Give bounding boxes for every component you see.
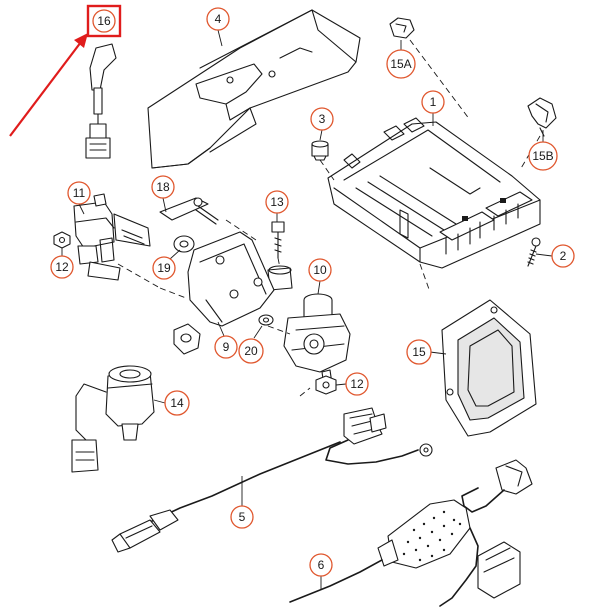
callout-14[interactable]: 14	[153, 390, 190, 416]
part-5-lambda-sensor[interactable]	[111, 407, 433, 553]
callout-5[interactable]: 5	[230, 476, 254, 529]
svg-text:10: 10	[313, 263, 327, 277]
callout-11[interactable]: 11	[67, 181, 91, 215]
svg-text:1: 1	[430, 95, 437, 109]
callout-12-right[interactable]: 12	[335, 372, 369, 396]
part-11-valve[interactable]	[73, 193, 151, 281]
callout-20[interactable]: 20	[238, 325, 264, 364]
part-15b-clip[interactable]	[527, 97, 557, 137]
callout-4[interactable]: 4	[206, 7, 230, 47]
braid-texture	[402, 510, 462, 562]
part-4-shield-plate[interactable]	[147, 9, 361, 169]
svg-text:12: 12	[350, 377, 364, 391]
svg-text:9: 9	[223, 340, 230, 354]
callout-18[interactable]: 18	[151, 175, 175, 213]
svg-text:4: 4	[215, 12, 222, 26]
svg-text:20: 20	[244, 344, 258, 358]
callout-13[interactable]: 13	[265, 190, 289, 222]
svg-text:15A: 15A	[390, 57, 411, 71]
part-12-nut-left[interactable]	[53, 231, 71, 249]
part-12-nut-right[interactable]	[315, 375, 337, 395]
svg-text:19: 19	[157, 261, 171, 275]
part-16-sensor[interactable]	[85, 43, 117, 159]
callout-16[interactable]: 16	[86, 4, 122, 38]
part-19-grommet[interactable]	[173, 235, 195, 253]
callout-15[interactable]: 15	[406, 339, 447, 365]
callout-12-left[interactable]: 12	[50, 248, 74, 279]
callout-15a[interactable]: 15A	[386, 40, 416, 79]
part-18-bolt-bracket[interactable]	[159, 197, 219, 225]
part-10-regulator[interactable]	[283, 293, 351, 387]
red-pointer-arrow	[9, 33, 88, 137]
svg-text:6: 6	[318, 558, 325, 572]
callout-9[interactable]: 9	[214, 321, 238, 359]
part-3-cap[interactable]	[311, 140, 329, 161]
svg-text:14: 14	[170, 396, 184, 410]
svg-text:15: 15	[412, 345, 426, 359]
svg-text:5: 5	[239, 510, 246, 524]
svg-text:13: 13	[270, 195, 284, 209]
part-15-gasket[interactable]	[441, 299, 537, 437]
callout-15b[interactable]: 15B	[528, 130, 558, 171]
part-13-bolt[interactable]	[267, 221, 293, 291]
svg-text:2: 2	[560, 249, 567, 263]
part-2-screw[interactable]	[527, 237, 541, 267]
part-14-canister[interactable]	[71, 365, 155, 473]
callout-6[interactable]: 6	[309, 553, 333, 590]
callout-2[interactable]: 2	[535, 244, 575, 268]
callout-3[interactable]: 3	[310, 107, 334, 141]
svg-text:11: 11	[73, 186, 86, 200]
part-15a-grommet[interactable]	[389, 17, 415, 39]
svg-text:18: 18	[156, 180, 170, 194]
part-1-control-unit[interactable]	[327, 117, 541, 269]
part-9-bracket[interactable]	[173, 231, 275, 355]
part-6-sensor-hose[interactable]	[289, 459, 533, 607]
highlight-box	[86, 4, 122, 38]
svg-text:12: 12	[55, 260, 69, 274]
part-20-washer[interactable]	[258, 314, 274, 326]
callout-1[interactable]: 1	[421, 90, 445, 126]
assembly-dash-lines	[117, 39, 541, 397]
svg-text:3: 3	[319, 112, 326, 126]
svg-text:16: 16	[97, 14, 111, 28]
callout-19[interactable]: 19	[152, 249, 181, 280]
svg-text:15B: 15B	[532, 149, 553, 163]
callout-10[interactable]: 10	[308, 258, 332, 295]
